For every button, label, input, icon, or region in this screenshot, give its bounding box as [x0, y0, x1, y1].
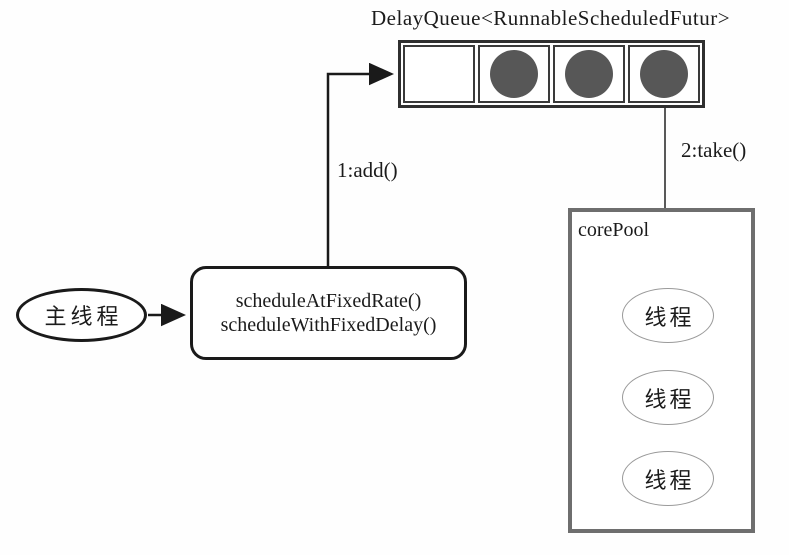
schedule-at-fixed-rate-label: scheduleAtFixedRate()	[235, 289, 422, 312]
queue-cell	[478, 45, 550, 103]
task-circle-icon	[490, 50, 538, 98]
delay-queue-cells	[403, 45, 700, 103]
queue-cell	[553, 45, 625, 103]
delay-queue-title: DelayQueue<RunnableScheduledFutur>	[371, 6, 731, 30]
scheduler-methods-box: scheduleAtFixedRate() scheduleWithFixedD…	[190, 266, 467, 360]
delay-queue-box	[398, 40, 705, 108]
add-arrow-label: 1:add()	[337, 158, 398, 182]
schedule-with-fixed-delay-label: scheduleWithFixedDelay()	[220, 313, 437, 336]
take-arrow-label: 2:take()	[681, 138, 747, 162]
thread-ellipse: 线程	[622, 370, 714, 425]
core-pool-label: corePool	[578, 219, 650, 241]
task-circle-icon	[640, 50, 688, 98]
queue-cell	[628, 45, 700, 103]
main-thread-ellipse: 主线程	[16, 288, 147, 342]
queue-cell	[403, 45, 475, 103]
thread-ellipse: 线程	[622, 288, 714, 343]
task-circle-icon	[565, 50, 613, 98]
thread-ellipse: 线程	[622, 451, 714, 506]
